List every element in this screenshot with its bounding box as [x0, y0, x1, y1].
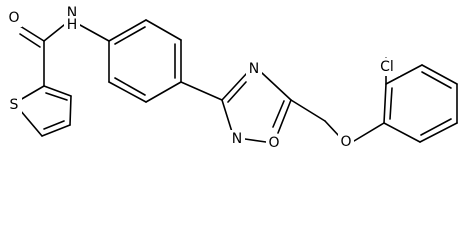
bond-thiophene-c4-c5: [41, 124, 71, 137]
bond-chlorophenyl-1: [383, 83, 387, 124]
bond-chlorophenyl-1-inner: [389, 87, 393, 120]
bond-phenyl-1: [108, 19, 147, 42]
bond-chlorophenyl-6: [383, 122, 421, 143]
bond-chlorophenyl-3-inner: [421, 71, 452, 89]
amide-oxygen-label: O: [8, 10, 19, 26]
oxadiazole-o1-label: O: [268, 135, 279, 151]
atom-labels: O N H S N N O O: [6, 4, 400, 152]
bond-chlorophenyl-3: [421, 64, 458, 85]
bond-thiophene-c5-s: [19, 109, 43, 137]
bond-chlorophenyl-2: [385, 64, 423, 85]
bond-chlorophenyl-5: [419, 122, 458, 143]
amide-oxygen-atom: O: [6, 9, 22, 27]
bond-chlorophenyl-5-inner: [420, 118, 452, 136]
bond-oxadiazole-c3-n4: [221, 72, 248, 101]
bond-thiophene-c2-c3: [43, 85, 72, 97]
oxadiazole-o1-atom: O: [266, 134, 282, 152]
oxadiazole-n2-label: N: [232, 131, 242, 147]
chlorine-label: Cl: [380, 59, 394, 75]
bond-thiophene-c4-c5-inner: [43, 120, 65, 130]
bond-phenyl-5-inner: [114, 77, 146, 96]
chemical-structure-diagram: O N H S N N O O: [6, 4, 458, 152]
bond-thiophene-c3-c4: [69, 95, 72, 126]
bond-carbonyl-o-inner: [19, 33, 41, 48]
bond-phenyl-oxadiazole: [180, 81, 223, 101]
bond-phenyl-2: [145, 19, 182, 41]
oxadiazole-n2-atom: N: [229, 130, 245, 148]
ether-oxygen-atom: O: [338, 133, 354, 151]
oxadiazole-n4-label: N: [249, 61, 259, 77]
bond-phenyl-4: [145, 81, 182, 103]
thiophene-sulfur-label: S: [10, 97, 19, 113]
bond-thiophene-c2-c3-inner: [45, 92, 68, 101]
bond-ether-o-chlorophenyl: [353, 122, 385, 142]
bond-oxadiazole-o1-n2: [244, 138, 267, 143]
bond-phenyl-1-inner: [114, 26, 146, 45]
bond-oxadiazole-n2-c3: [221, 99, 233, 133]
bond-thiophene-s-c2: [19, 85, 45, 101]
ether-oxygen-label: O: [340, 134, 351, 150]
bond-oxadiazole-n4-c5: [261, 72, 292, 101]
bond-n-phenyl: [79, 24, 110, 42]
bond-carbonyl-o: [19, 25, 45, 42]
bonds: [19, 19, 458, 143]
oxadiazole-n4-atom: N: [246, 60, 262, 78]
amide-hydrogen-label: H: [67, 17, 78, 33]
bond-phenyl-5: [108, 81, 147, 103]
chlorine-atom: Cl: [374, 58, 400, 76]
bond-oxadiazole-ch2: [290, 99, 326, 122]
thiophene-sulfur-atom: S: [6, 96, 22, 114]
bond-carbonyl-n: [43, 24, 65, 42]
bond-oxadiazole-c3-n4-inner: [227, 81, 247, 103]
bond-oxadiazole-c5-o1: [277, 99, 292, 134]
amide-hydrogen-atom: H: [64, 16, 80, 34]
bond-ch2-ether-o: [324, 120, 340, 137]
amide-nitrogen-label: N: [67, 5, 77, 21]
bond-oxadiazole-c5-o1-inner: [272, 100, 285, 128]
